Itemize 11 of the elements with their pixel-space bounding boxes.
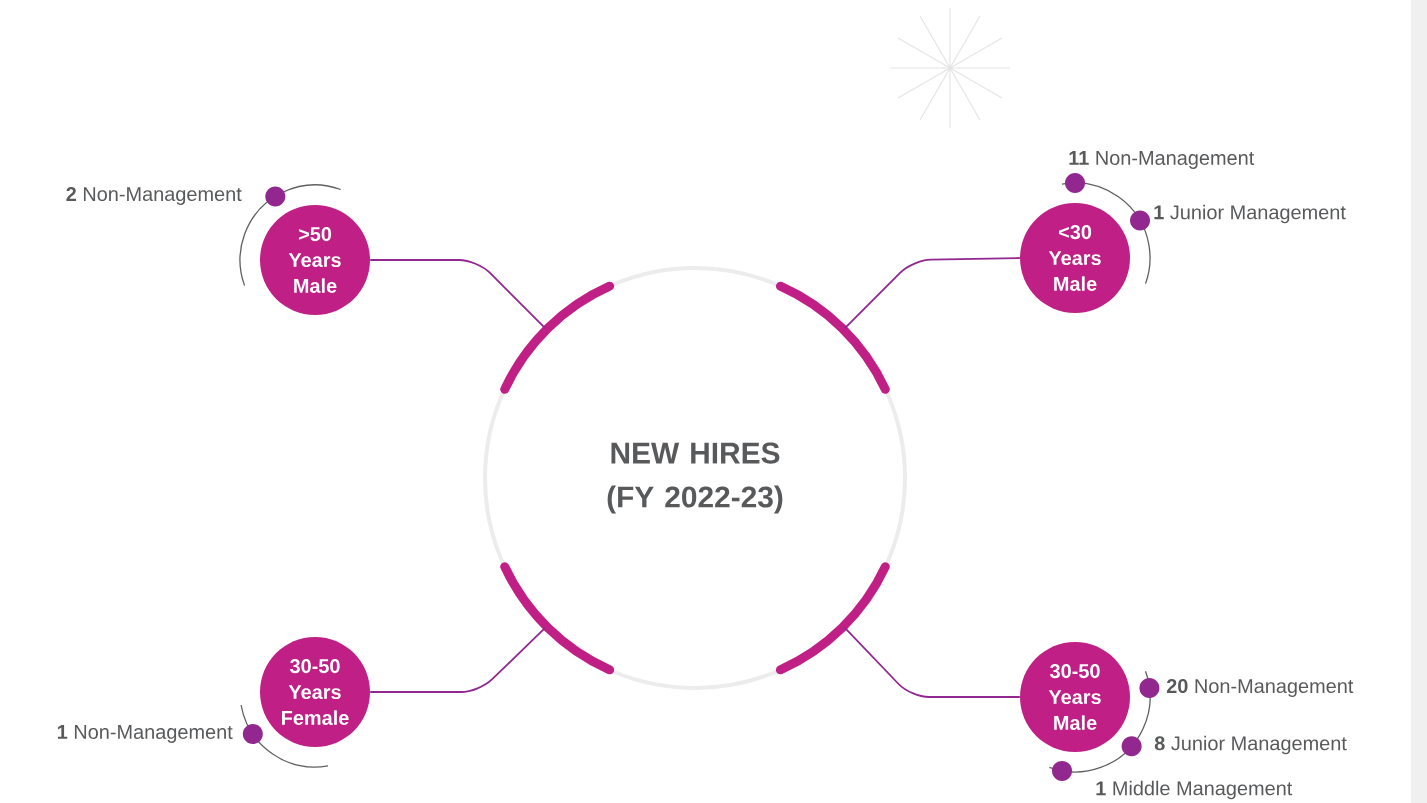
count-label: 8 Junior Management [1154,735,1347,755]
connector-line [369,259,546,329]
count-label: 1 Junior Management [1154,204,1346,224]
connector-line [844,627,1021,698]
count-label: 20 Non-Management [1166,679,1354,698]
count-label: 1 Middle Management [1096,780,1293,800]
count-label: 2 Non-Management [66,187,242,206]
connector-line [369,627,546,693]
connector-line [844,257,1021,329]
count-label: 1 Non-Management [57,725,233,743]
count-label: 11 Non-Management [1069,151,1255,169]
